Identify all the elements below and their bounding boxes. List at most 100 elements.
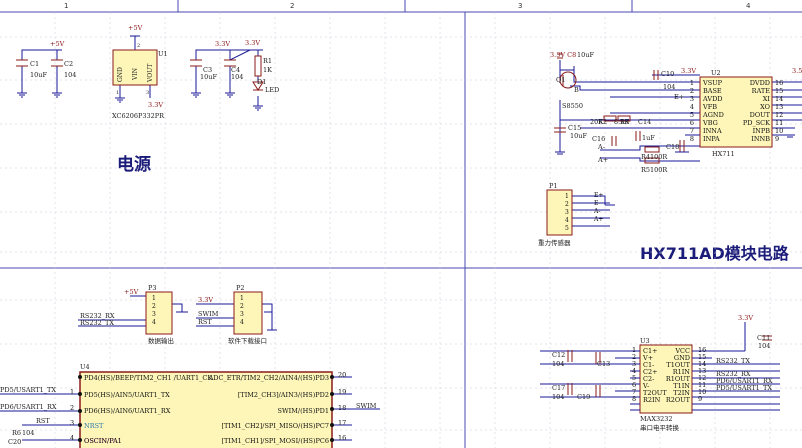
u4-left-pin-rows: PD4(HS)/BEEP/TIM2_CH1 /UART1_CKPD5(HS)/A… — [70, 374, 212, 445]
u3-pin-left: C2+ — [643, 368, 658, 376]
u2-pin-num-left: 1 — [690, 79, 694, 87]
zone-label-3: 3 — [518, 2, 523, 10]
net-3v3-hx711-right: 3.5 — [792, 67, 802, 75]
c20-ref: C20 — [8, 438, 21, 446]
r3-value: 8.2K — [614, 118, 629, 126]
r1-value: 1K — [263, 66, 272, 74]
u2-pin-num-right: 10 — [775, 127, 783, 135]
net-5v-left: +5V — [50, 40, 65, 48]
r4-ref: R4100R — [641, 153, 668, 161]
u3-pin-num-left: 5 — [632, 374, 636, 382]
max3232-wiring — [540, 322, 780, 411]
p3-net-5v: +5V — [124, 288, 139, 296]
u2-pin-vfb: VFB — [702, 103, 717, 111]
u3-pin-right: T1OUT — [666, 361, 690, 369]
c8-value: 10uF — [577, 51, 594, 59]
c19-ref: C19 — [577, 393, 590, 401]
p3-rs232-rx: RS232_RX — [80, 312, 115, 320]
u2-pin-dvdd: DVDD — [750, 79, 770, 87]
u4-ref: U4 — [80, 363, 90, 371]
u3-pin-num-right: 16 — [698, 346, 706, 354]
mcu-net-pd5-tx: PD5/USART1_TX — [0, 386, 56, 394]
c18-ref: C18 — [666, 143, 679, 151]
p1-ref: P1 — [549, 182, 558, 190]
q1-ref: Q1 — [556, 76, 565, 84]
u2-pin-avdd: AVDD — [702, 95, 723, 103]
d1-ref: D1 — [257, 78, 266, 86]
u4-mcu-body — [79, 371, 333, 448]
u3-pin-num-left: 6 — [632, 381, 636, 389]
c4-value: 104 — [231, 73, 243, 81]
r1-ref: R1 — [263, 57, 272, 65]
p1-pin-number: 5 — [565, 225, 569, 232]
c16-ref: C16 — [592, 135, 605, 143]
u3-pin-left: C1- — [643, 361, 654, 369]
u1-pin-num-1: 1 — [116, 90, 119, 96]
hx711-parts — [554, 53, 685, 164]
u2-pin-num-right: 12 — [775, 111, 783, 119]
max3232-net-pd6-rx: PD6/USART1_RX — [716, 377, 773, 385]
max3232-net-rs232-tx: RS232_TX — [716, 357, 750, 365]
u3-max3232-body — [639, 344, 693, 414]
c2-value: 104 — [64, 71, 76, 79]
p1-pin-net: E+ — [594, 192, 603, 199]
p1-caption: 重力传感器 — [538, 238, 571, 247]
u1-ref: U1 — [158, 50, 168, 58]
u1-pin-gnd: GND — [117, 67, 124, 82]
u3-part: MAX3232 — [640, 415, 673, 423]
p3-connector-body — [145, 291, 173, 335]
p3-pin-number: 1 — [152, 295, 156, 302]
power-wiring — [21, 36, 259, 106]
p3-caption: 数据输出 — [148, 336, 174, 345]
u3-pin-right: R1OUT — [666, 375, 691, 383]
q1-part: S8550 — [562, 102, 583, 110]
u2-pin-pd-sck: PD_SCK — [743, 119, 770, 127]
u3-pin-left: T2OUT — [643, 389, 667, 397]
p1-pin-number: 2 — [565, 201, 569, 208]
u2-pin-inpa: INPA — [703, 135, 720, 143]
c1-ref: C1 — [30, 60, 39, 68]
u3-pin-num-left: 8 — [632, 395, 636, 403]
net-a-minus: A- — [597, 143, 605, 151]
p2-pin-number: 4 — [240, 319, 244, 326]
p2-net-rst: RST — [198, 318, 212, 326]
u2-pin-rate: RATE — [752, 87, 771, 95]
u3-pin-num-left: 1 — [632, 346, 636, 354]
mcu-net-oscin: OSCIN/PA1 — [84, 437, 122, 445]
u1-pin-num-3: 3 — [146, 90, 149, 96]
u2-pin-dout: DOUT — [750, 111, 771, 119]
net-3v3-max3232: 3.3V — [738, 314, 753, 322]
u4-right-pin-row: SWIM/(HS)PD1 — [278, 407, 329, 415]
c2-ref: C2 — [64, 60, 73, 68]
u4-right-pin-number: 17 — [338, 419, 346, 427]
p2-pin-number: 1 — [240, 295, 244, 302]
u3-pin-num-right: 14 — [698, 360, 706, 368]
c8-ref: 3.3V C8 — [550, 51, 576, 59]
u2-hx711-body — [699, 76, 773, 148]
max3232-caps — [567, 335, 772, 397]
p1-pin-net: E- — [594, 200, 601, 207]
u3-pin-num-right: 9 — [698, 395, 702, 403]
u2-pin-agnd: AGND — [702, 111, 724, 119]
u4-left-pin-row: NRST — [84, 422, 104, 430]
u1-pin-vout: VOUT — [147, 64, 154, 83]
u2-pin-inpb: INPB — [753, 127, 771, 135]
c1-value: 10uF — [30, 71, 47, 79]
c11-value: 104 — [758, 342, 770, 350]
u2-pin-num-right: 15 — [775, 87, 783, 95]
u1-out-net: 3.3V — [148, 101, 163, 109]
c3-ref: C3 — [203, 66, 212, 74]
zone-label-1: 1 — [64, 2, 69, 10]
c15-value: 10uF — [570, 132, 587, 140]
net-3v3-led: 3.3V — [245, 39, 260, 47]
u4-right-pin-row: [TIM1_CH1]/SPI_MOSI/(HS)PC6 — [222, 437, 330, 445]
p3-ref: P3 — [148, 284, 157, 292]
u3-pin-num-right: 11 — [698, 381, 706, 389]
u3-pin-right: VCC — [674, 347, 690, 355]
u1-pin-vin: VIN — [132, 68, 139, 81]
zone-label-4: 4 — [746, 2, 751, 10]
u4-left-pin-row: PD4(HS)/BEEP/TIM2_CH1 /UART1_CK — [84, 374, 212, 382]
